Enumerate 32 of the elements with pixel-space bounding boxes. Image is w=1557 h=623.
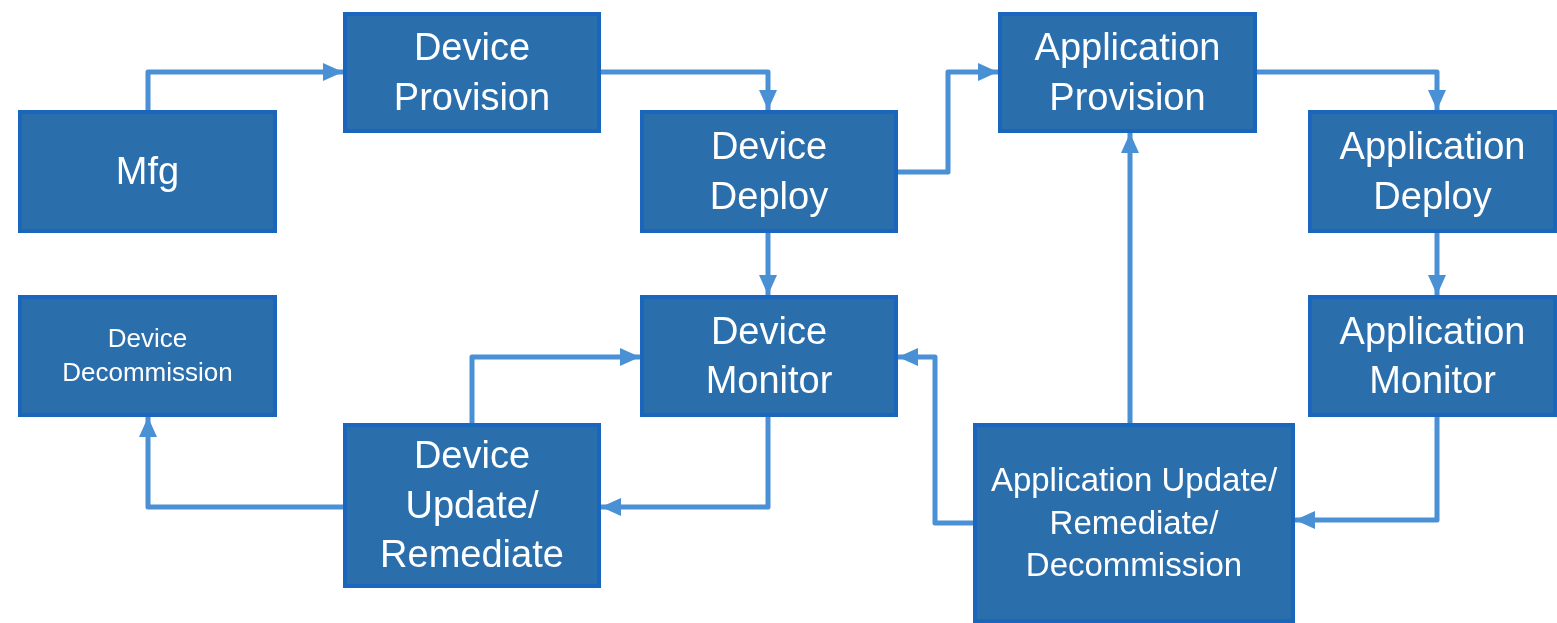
arrow: [1121, 133, 1139, 423]
box-label: Device Deploy: [708, 124, 830, 219]
process-box: [640, 295, 898, 417]
arrow: [1428, 233, 1446, 295]
box-label: Application Monitor: [1338, 308, 1527, 403]
box-label: Mfg: [115, 148, 180, 194]
process-box: [998, 12, 1257, 133]
process-box: [640, 110, 898, 233]
arrow: [1295, 417, 1440, 529]
arrow: [898, 63, 998, 175]
arrow: [759, 233, 777, 295]
arrow: [601, 417, 771, 516]
process-box: [973, 423, 1295, 623]
process-box: [1308, 295, 1557, 417]
arrow: [601, 69, 777, 110]
arrow: [469, 348, 640, 423]
box-label: Application Deploy: [1338, 124, 1527, 219]
process-box: [1308, 110, 1557, 233]
box-label: Device Decommission: [61, 322, 234, 389]
process-box: [18, 295, 277, 417]
arrow: [145, 63, 343, 110]
box-label: Device Update/ Remediate: [379, 433, 565, 578]
box-label: Application Provision: [1033, 25, 1222, 120]
arrow: [898, 348, 973, 526]
box-label: Application Update/ Remediate/ Decommission: [989, 459, 1279, 586]
box-label: Device Monitor: [704, 308, 834, 403]
process-box: [343, 423, 601, 588]
process-box: [18, 110, 277, 233]
process-box: [343, 12, 601, 133]
arrow: [1257, 69, 1446, 110]
arrow: [139, 417, 343, 510]
box-label: Device Provision: [392, 25, 552, 120]
